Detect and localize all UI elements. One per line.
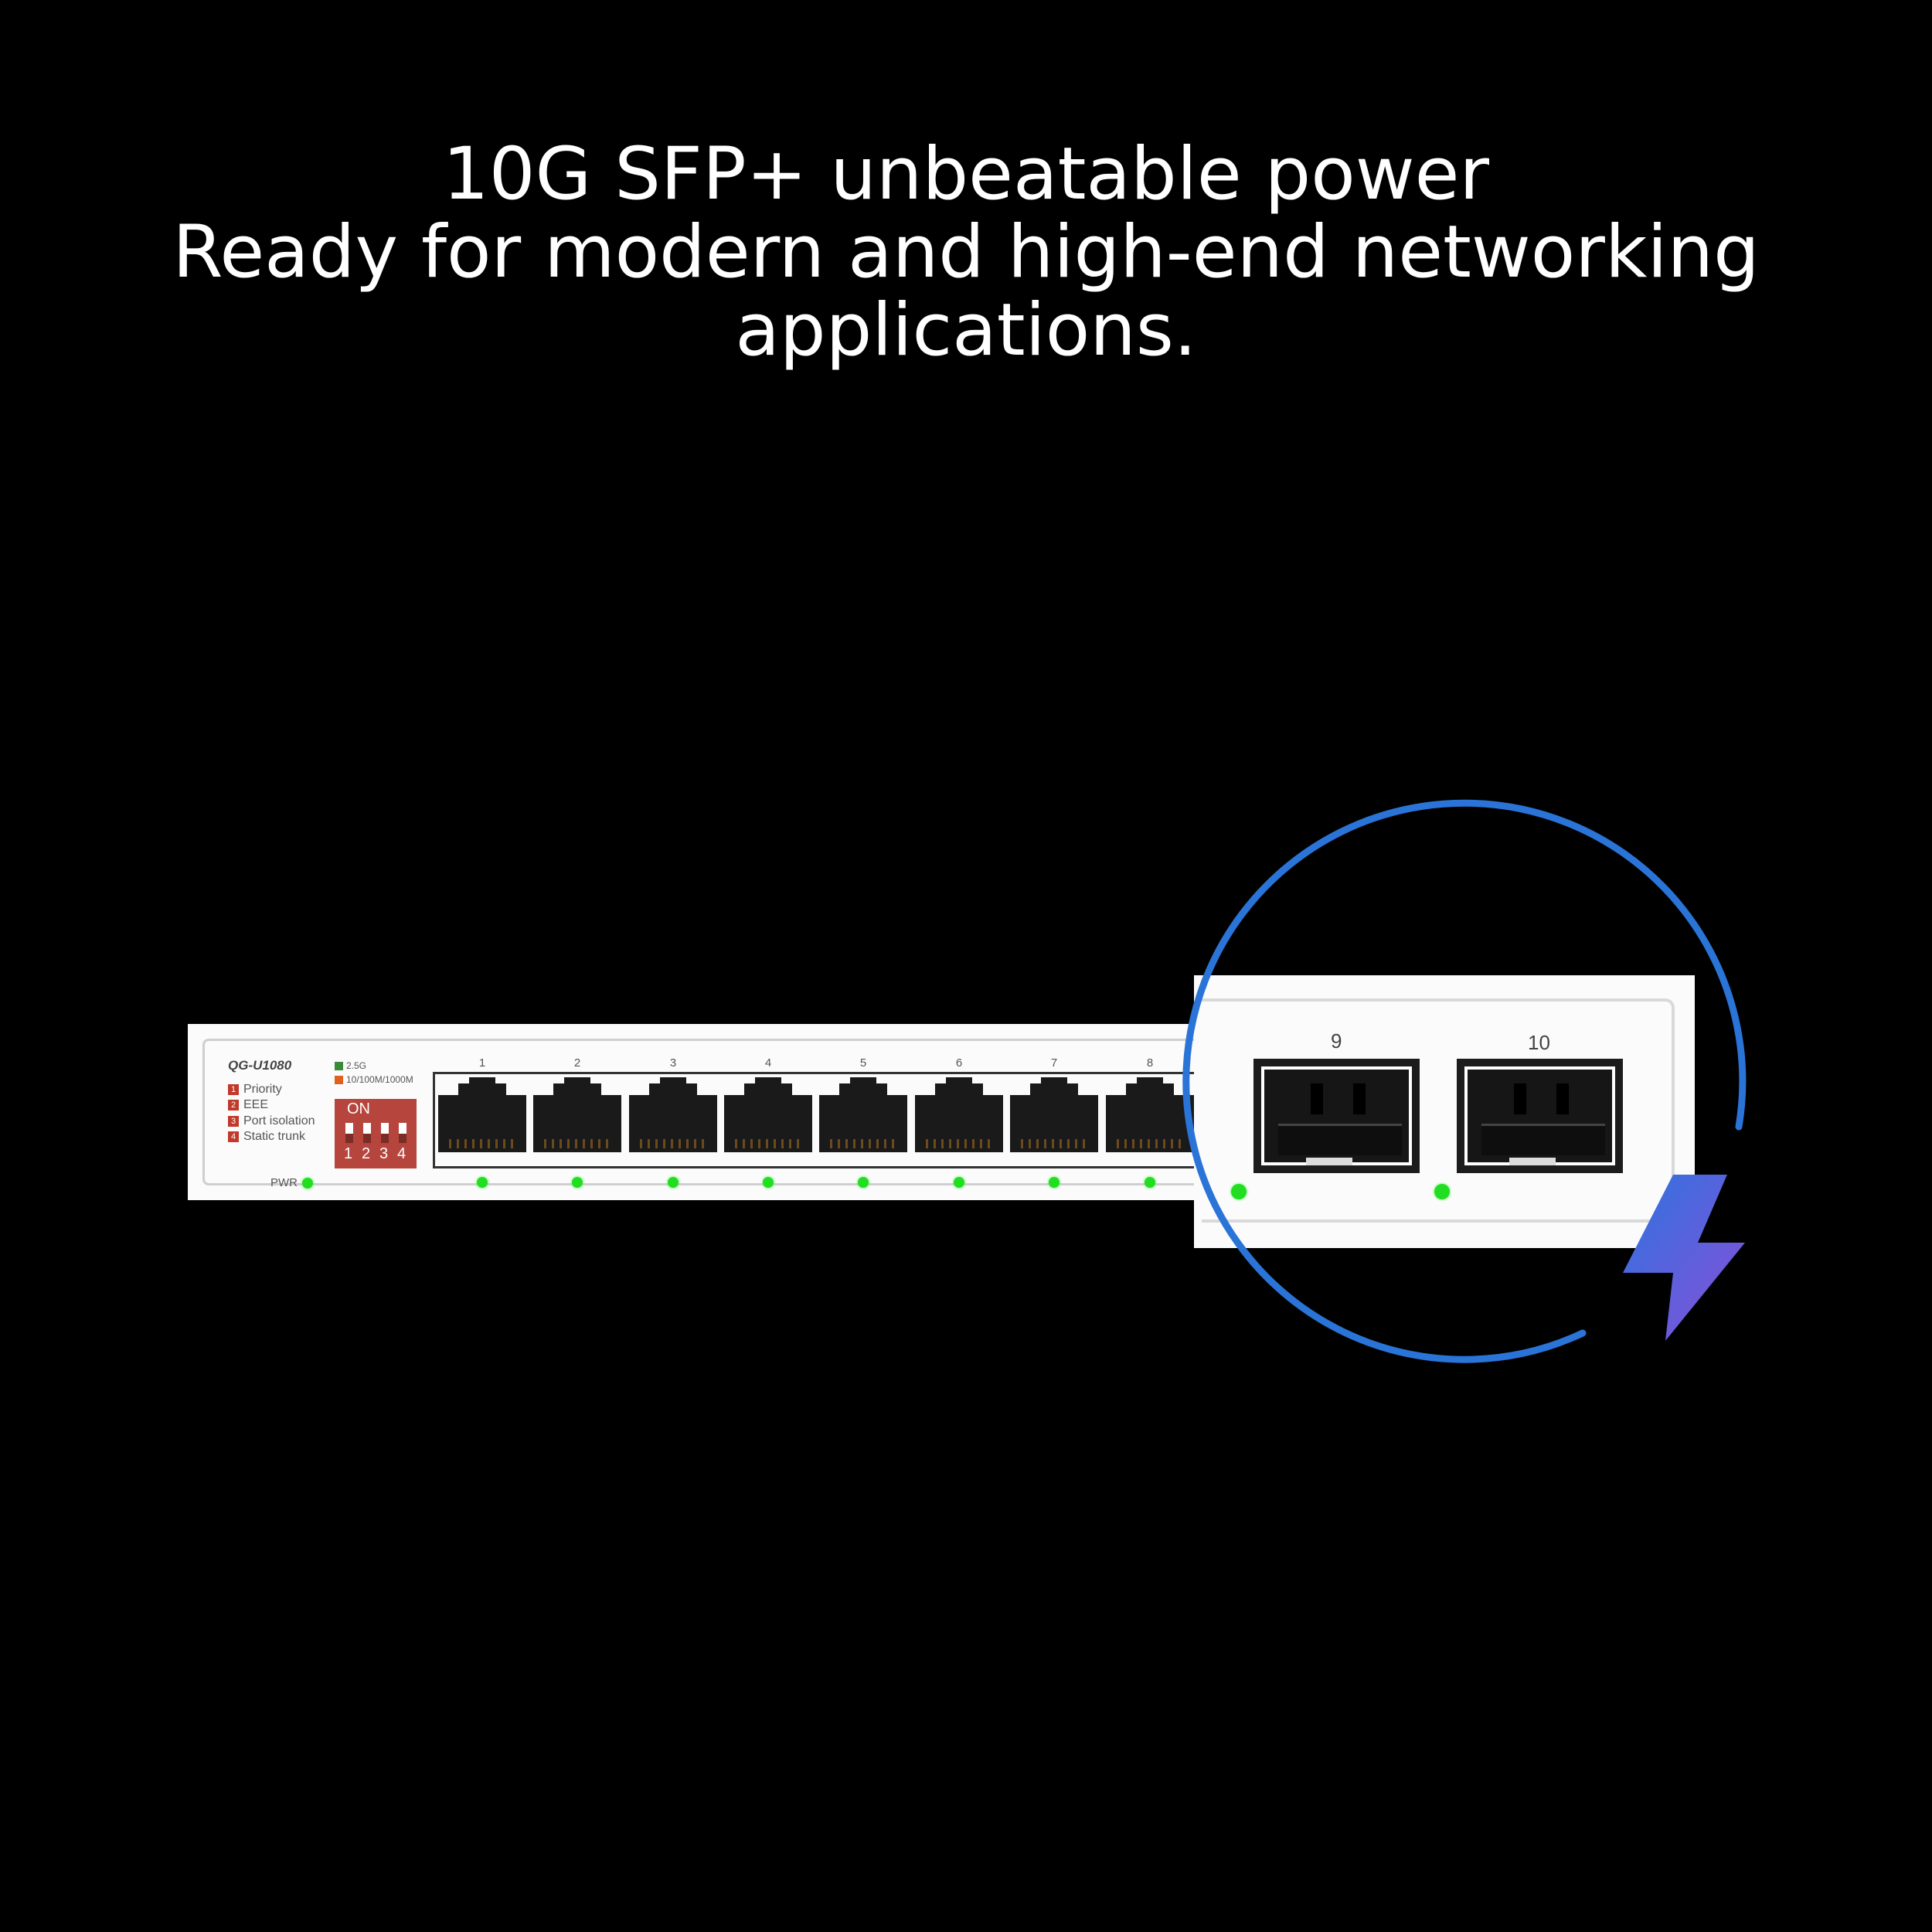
switch-front-panel: QG-U1080 2.5G 10/100M/1000M 1 Priority 2… [202,1039,1277,1189]
port-label: 5 [859,1056,867,1070]
legend-label: 2.5G [346,1060,367,1071]
power-indicator: PWR [270,1176,313,1189]
mode-eee: 2 EEE [228,1098,268,1112]
mode-number: 4 [228,1131,239,1142]
legend-swatch-orange [335,1075,343,1084]
sfp-port-label-9: 9 [1331,1029,1342,1053]
mode-number: 1 [228,1084,239,1095]
rj45-port-7[interactable] [1010,1077,1098,1152]
mode-label: Port isolation [243,1114,315,1128]
zoom-panel-edge [1202,998,1675,1223]
zoom-ring [1182,799,1747,1363]
legend-2-5g: 2.5G [335,1060,366,1071]
headline-line-2: Ready for modern and high-end networking [172,210,1760,294]
sfp-led-10 [1434,1184,1450,1199]
legend-label: 10/100M/1000M [346,1074,413,1085]
legend-swatch-green [335,1061,343,1070]
port-led-4 [763,1177,774,1188]
headline-line-3: applications. [735,288,1197,372]
rj45-port-2[interactable] [533,1077,621,1152]
mode-number: 2 [228,1100,239,1111]
port-led-3 [668,1177,679,1188]
port-label: 1 [478,1056,486,1070]
rj45-port-5[interactable] [819,1077,907,1152]
mode-label: EEE [243,1098,269,1111]
rj45-port-3[interactable] [629,1077,717,1152]
port-led-6 [954,1177,964,1188]
port-led-5 [858,1177,869,1188]
network-switch: QG-U1080 2.5G 10/100M/1000M 1 Priority 2… [188,1024,1277,1200]
dip-number: 2 [362,1145,371,1162]
sfp-zoom-panel: 9 10 [1194,975,1695,1248]
lightning-bolt-icon [1623,1175,1745,1341]
port-led-2 [572,1177,583,1188]
sfp-port-9[interactable] [1253,1059,1420,1173]
mode-label: Priority [243,1083,282,1096]
dip-number: 4 [397,1145,406,1162]
sfp-port-label-10: 10 [1528,1031,1550,1054]
rj45-port-group [433,1072,1252,1168]
dip-number: 1 [344,1145,353,1162]
sfp-led-9 [1231,1184,1247,1199]
port-label: 8 [1146,1056,1154,1070]
sfp-port-10[interactable] [1457,1059,1623,1173]
port-led-7 [1049,1177,1060,1188]
headline-line-1: 10G SFP+ unbeatable power [442,132,1490,216]
dip-key-2[interactable] [363,1123,371,1143]
port-label: 4 [764,1056,772,1070]
dip-on-label: ON [347,1100,370,1117]
mode-priority: 1 Priority [228,1083,282,1097]
rj45-port-4[interactable] [724,1077,812,1152]
pwr-led [302,1177,313,1189]
dip-key-4[interactable] [399,1123,406,1143]
port-label: 6 [955,1056,963,1070]
mode-static-trunk: 4 Static trunk [228,1130,305,1144]
rj45-port-1[interactable] [438,1077,526,1152]
dip-key-3[interactable] [381,1123,389,1143]
model-label: QG-U1080 [228,1058,292,1073]
port-led-8 [1145,1177,1155,1188]
pwr-label: PWR [270,1176,298,1189]
dip-key-1[interactable] [345,1123,353,1143]
port-led-1 [477,1177,488,1188]
port-label: 2 [573,1056,581,1070]
port-label: 7 [1050,1056,1058,1070]
mode-port-isolation: 3 Port isolation [228,1114,315,1128]
headline: 10G SFP+ unbeatable power Ready for mode… [0,135,1932,369]
dip-switch[interactable]: ON 1 2 3 4 [335,1099,417,1168]
mode-label: Static trunk [243,1130,306,1143]
rj45-port-8[interactable] [1106,1077,1194,1152]
rj45-port-6[interactable] [915,1077,1003,1152]
dip-number: 3 [379,1145,389,1162]
mode-number: 3 [228,1116,239,1127]
legend-10-100-1000m: 10/100M/1000M [335,1074,413,1085]
port-label: 3 [669,1056,677,1070]
